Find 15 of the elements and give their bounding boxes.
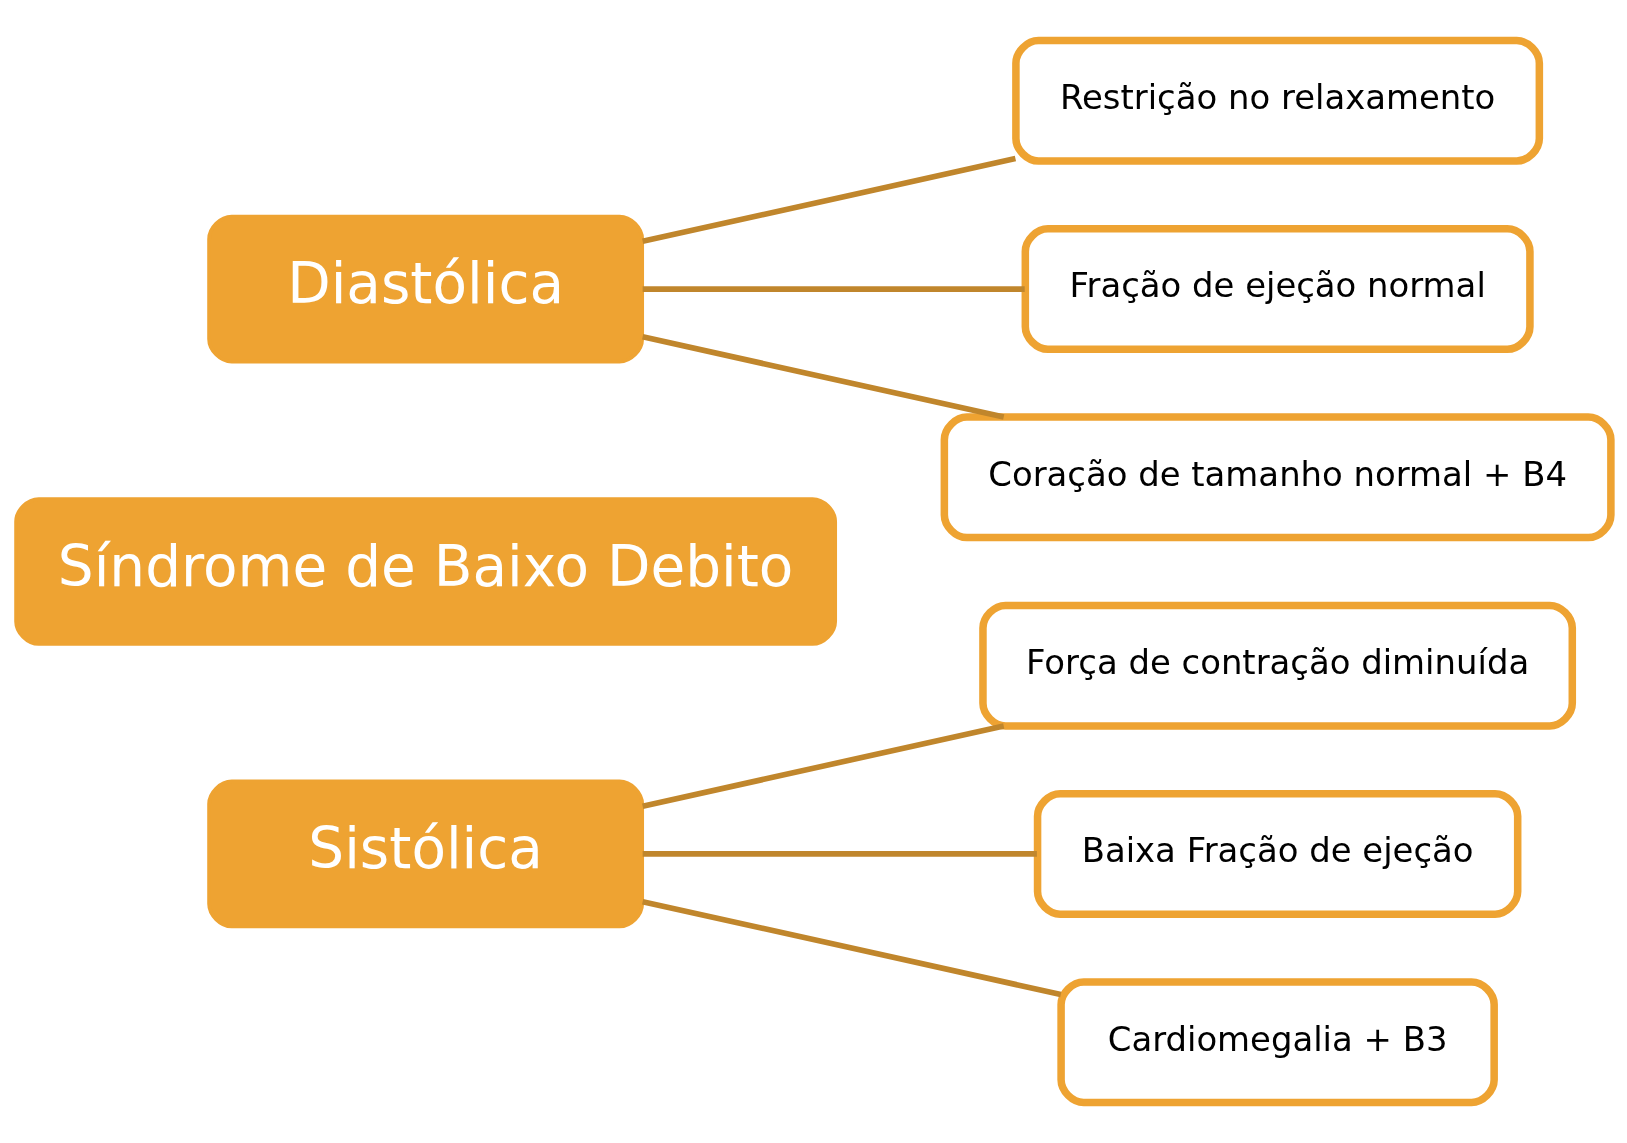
- node-box: Restrição no relaxamento: [1012, 36, 1544, 165]
- node-box: Sistólica: [207, 779, 645, 929]
- node-box: Cardiomegalia + B3: [1057, 978, 1498, 1107]
- connector: [642, 286, 1025, 292]
- node-box: Diastólica: [207, 214, 645, 364]
- node-box: Coração de tamanho normal + B4: [940, 413, 1615, 542]
- node-box: Fração de ejeção normal: [1021, 225, 1534, 354]
- node-box: Síndrome de Baixo Debito: [14, 497, 838, 646]
- connector: [642, 723, 1005, 809]
- connector: [642, 851, 1037, 857]
- connector: [642, 334, 1005, 420]
- node-box: Baixa Fração de ejeção: [1033, 789, 1522, 918]
- connector: [642, 898, 1062, 998]
- node-box: Força de contração diminuída: [979, 601, 1577, 730]
- connector: [642, 155, 1017, 245]
